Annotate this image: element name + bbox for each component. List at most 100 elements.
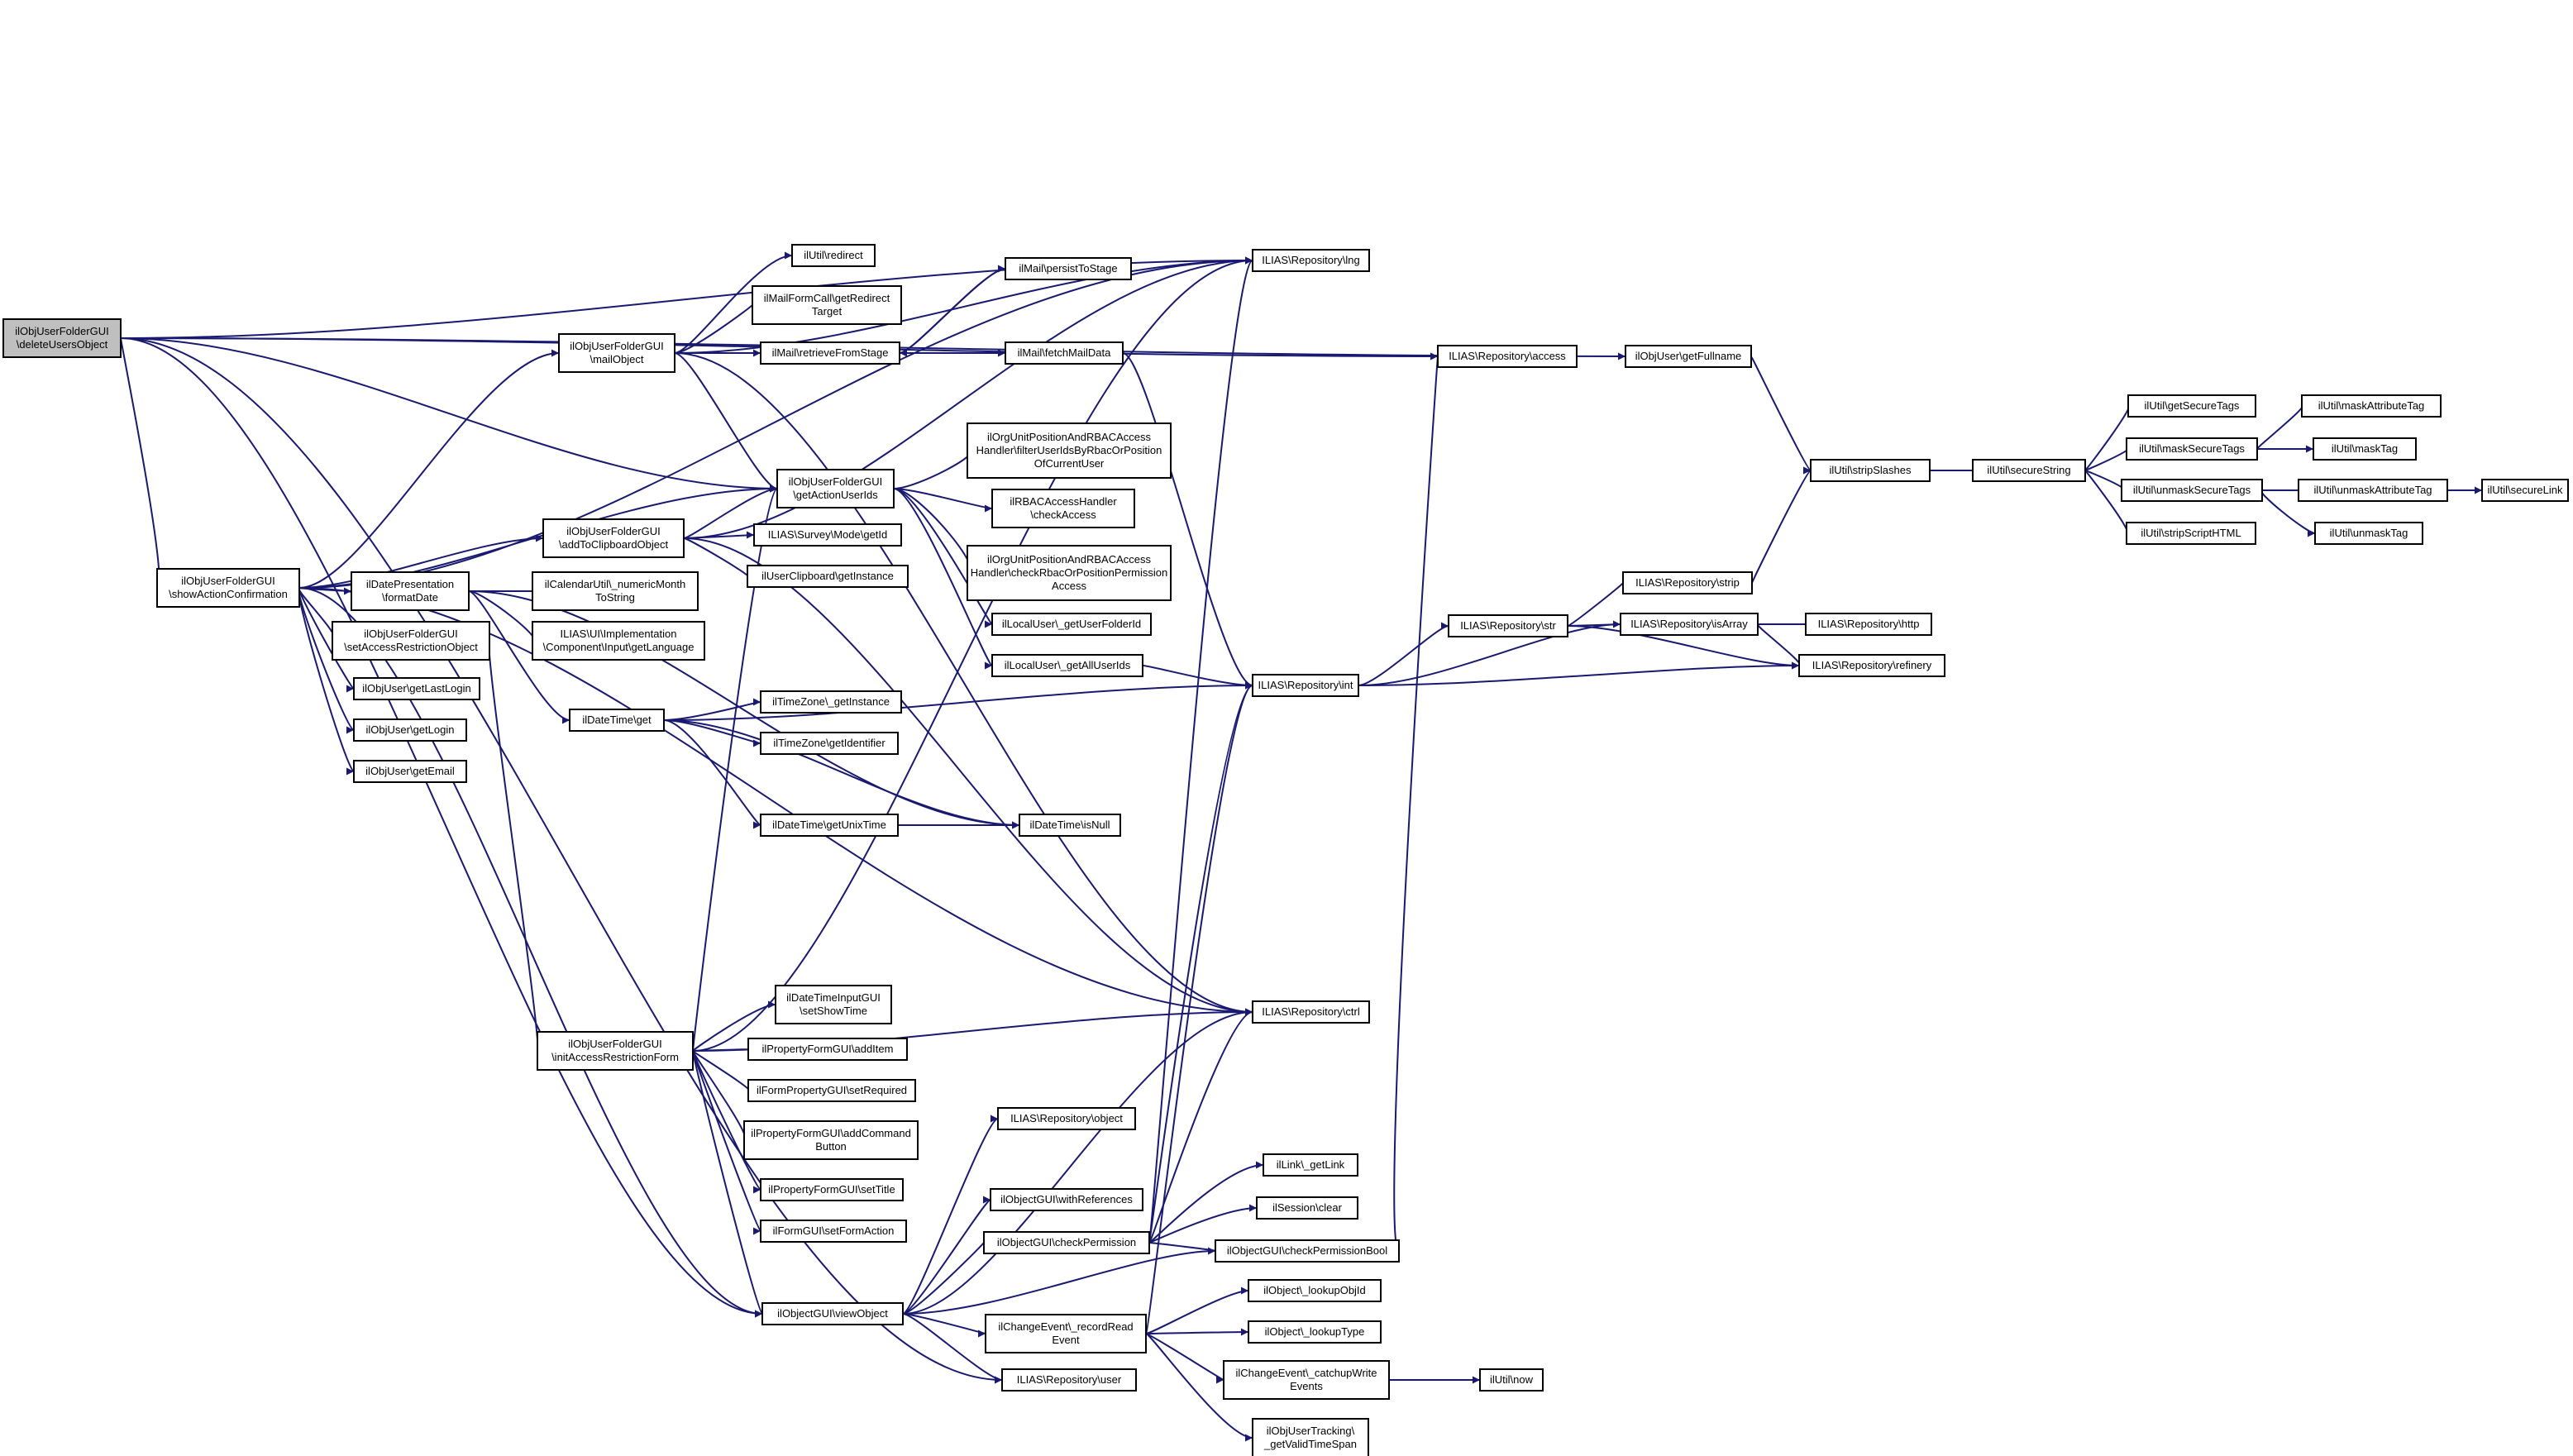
node-box <box>991 613 1152 636</box>
node-n21[interactable]: ilMail\fetchMailData <box>1005 341 1124 365</box>
node-n63[interactable]: ilUtil\maskSecureTags <box>2126 437 2258 461</box>
node-n39[interactable]: ilFormPropertyGUI\setRequired <box>747 1079 916 1102</box>
node-n25[interactable]: ilOrgUnitPositionAndRBACAccessHandler\ch… <box>967 545 1172 601</box>
node-n14[interactable]: ilObjUser\getEmail <box>353 760 467 783</box>
node-label: ILIAS\UI\Implementation <box>561 628 677 640</box>
node-n15[interactable]: ILIAS\Repository\ctrl <box>1252 1000 1370 1024</box>
node-n12[interactable]: ilObjUser\getLastLogin <box>353 677 480 700</box>
node-n38[interactable]: ilPropertyFormGUI\addItem <box>747 1038 908 1061</box>
node-n42[interactable]: ilFormGUI\setFormAction <box>760 1220 907 1243</box>
node-n53[interactable]: ilObjUserTracking\_getValidTimeSpan <box>1252 1418 1369 1456</box>
edge-n6-n49 <box>902 1247 1216 1315</box>
node-label: ilPropertyFormGUI\addItem <box>762 1043 894 1055</box>
node-label: ilTimeZone\_getInstance <box>772 695 890 708</box>
node-box <box>353 677 480 700</box>
nodes-layer: ilObjUserFolderGUI\deleteUsersObject ilOb… <box>2 244 2569 1456</box>
node-n6[interactable]: ilObjectGUI\viewObject <box>761 1302 904 1325</box>
node-n67[interactable]: ilUtil\maskTag <box>2313 437 2417 461</box>
node-label: ilPropertyFormGUI\setTitle <box>768 1183 895 1196</box>
node-n66[interactable]: ilUtil\maskAttributeTag <box>2301 394 2442 418</box>
node-label: ilObjUser\getLastLogin <box>362 682 471 695</box>
node-n20[interactable]: ilMail\persistToStage <box>1005 257 1132 280</box>
node-label: \mailObject <box>590 353 643 365</box>
node-n43[interactable]: ILIAS\Repository\object <box>997 1107 1136 1130</box>
node-n2[interactable]: ILIAS\Repository\lng <box>1252 249 1370 272</box>
node-n13[interactable]: ilObjUser\getLogin <box>353 718 467 742</box>
node-box <box>760 732 899 755</box>
node-n59[interactable]: ILIAS\Repository\http <box>1805 613 1932 636</box>
node-n48[interactable]: ilSession\clear <box>1256 1196 1358 1220</box>
node-n69[interactable]: ilUtil\unmaskTag <box>2314 522 2423 545</box>
node-n0[interactable]: ilObjUserFolderGUI\deleteUsersObject <box>2 318 122 358</box>
node-n70[interactable]: ilUtil\secureLink <box>2481 479 2569 502</box>
node-n45[interactable]: ilObjectGUI\checkPermission <box>983 1231 1150 1254</box>
node-n24[interactable]: ilRBACAccessHandler\checkAccess <box>991 489 1135 528</box>
node-n4[interactable]: ILIAS\Repository\access <box>1437 345 1578 368</box>
node-n37[interactable]: ilDateTimeInputGUI\setShowTime <box>775 985 892 1024</box>
node-n60[interactable]: ilUtil\stripSlashes <box>1810 459 1931 482</box>
node-box <box>761 1302 904 1325</box>
node-n1[interactable]: ilObjUserFolderGUI\showActionConfirmatio… <box>156 568 300 608</box>
node-n33[interactable]: ilTimeZone\_getInstance <box>760 690 902 714</box>
node-n62[interactable]: ilUtil\getSecureTags <box>2127 394 2256 418</box>
node-n9[interactable]: ilObjUserFolderGUI\addToClipboardObject <box>542 518 685 558</box>
edge-n8-n18 <box>674 302 761 354</box>
node-n32[interactable]: ilDateTime\get <box>569 709 665 732</box>
node-n8[interactable]: ilObjUserFolderGUI\mailObject <box>558 333 675 373</box>
node-n17[interactable]: ilUtil\redirect <box>791 244 876 267</box>
node-box <box>332 621 490 661</box>
node-n49[interactable]: ilObjectGUI\checkPermissionBool <box>1215 1239 1400 1263</box>
node-n68[interactable]: ilUtil\unmaskAttributeTag <box>2298 479 2448 502</box>
node-label: ilUtil\maskAttributeTag <box>2318 399 2425 412</box>
node-label: ilUtil\now <box>1490 1373 1534 1386</box>
node-box <box>558 333 675 373</box>
node-box <box>156 568 300 608</box>
node-n7[interactable]: ILIAS\Repository\user <box>1001 1368 1137 1392</box>
node-n16[interactable]: ilDateTime\isNull <box>1019 814 1121 837</box>
node-n56[interactable]: ILIAS\Repository\strip <box>1622 571 1753 594</box>
node-n28[interactable]: ILIAS\Survey\Mode\getId <box>753 523 902 547</box>
node-n50[interactable]: ilObject\_lookupObjId <box>1248 1279 1382 1302</box>
node-box <box>532 571 699 611</box>
node-n44[interactable]: ilObjectGUI\withReferences <box>990 1188 1143 1211</box>
node-n35[interactable]: ilDateTime\getUnixTime <box>760 814 899 837</box>
edge-n36-n3 <box>691 485 778 1052</box>
node-n61[interactable]: ilUtil\secureString <box>1972 459 2086 482</box>
node-label: ilUserClipboard\getInstance <box>761 570 894 582</box>
node-n34[interactable]: ilTimeZone\getIdentifier <box>760 732 899 755</box>
node-n58[interactable]: ILIAS\Repository\refinery <box>1798 654 1945 677</box>
node-n5[interactable]: ilObjUser\getFullname <box>1625 345 1752 368</box>
node-n26[interactable]: ilLocalUser\_getUserFolderId <box>991 613 1152 636</box>
edge-n0-n6 <box>120 337 763 1318</box>
node-n19[interactable]: ilMail\retrieveFromStage <box>760 341 900 365</box>
node-n55[interactable]: ILIAS\Repository\str <box>1448 614 1568 637</box>
node-n64[interactable]: ilUtil\unmaskSecureTags <box>2121 479 2263 502</box>
node-n47[interactable]: ilLink\_getLink <box>1263 1153 1358 1177</box>
node-n23[interactable]: ilOrgUnitPositionAndRBACAccessHandler\fi… <box>967 422 1172 479</box>
node-n54[interactable]: ilUtil\now <box>1479 1368 1544 1392</box>
node-n11[interactable]: ilObjUserFolderGUI\setAccessRestrictionO… <box>332 621 490 661</box>
node-box <box>537 1031 694 1071</box>
node-box <box>1248 1320 1382 1344</box>
node-n51[interactable]: ilObject\_lookupType <box>1248 1320 1382 1344</box>
node-n10[interactable]: ilDatePresentation\formatDate <box>351 571 470 611</box>
node-n65[interactable]: ilUtil\stripScriptHTML <box>2126 522 2256 545</box>
node-box <box>1223 1360 1390 1400</box>
edge-n36-n2 <box>692 256 1253 1052</box>
node-label: ilUtil\unmaskTag <box>2330 527 2408 539</box>
node-n57[interactable]: ILIAS\Repository\isArray <box>1620 613 1759 636</box>
node-n27[interactable]: ilLocalUser\_getAllUserIds <box>991 654 1143 677</box>
edge-n45-n2 <box>1148 256 1253 1244</box>
node-n31[interactable]: ILIAS\UI\Implementation\Component\Input\… <box>532 621 705 661</box>
node-n41[interactable]: ilPropertyFormGUI\setTitle <box>760 1178 904 1201</box>
node-n22[interactable]: ILIAS\Repository\int <box>1252 674 1359 697</box>
node-n3[interactable]: ilObjUserFolderGUI\getActionUserIds <box>776 469 895 508</box>
node-n36[interactable]: ilObjUserFolderGUI\initAccessRestriction… <box>537 1031 694 1071</box>
node-n29[interactable]: ilUserClipboard\getInstance <box>747 565 909 588</box>
node-box <box>2 318 122 358</box>
